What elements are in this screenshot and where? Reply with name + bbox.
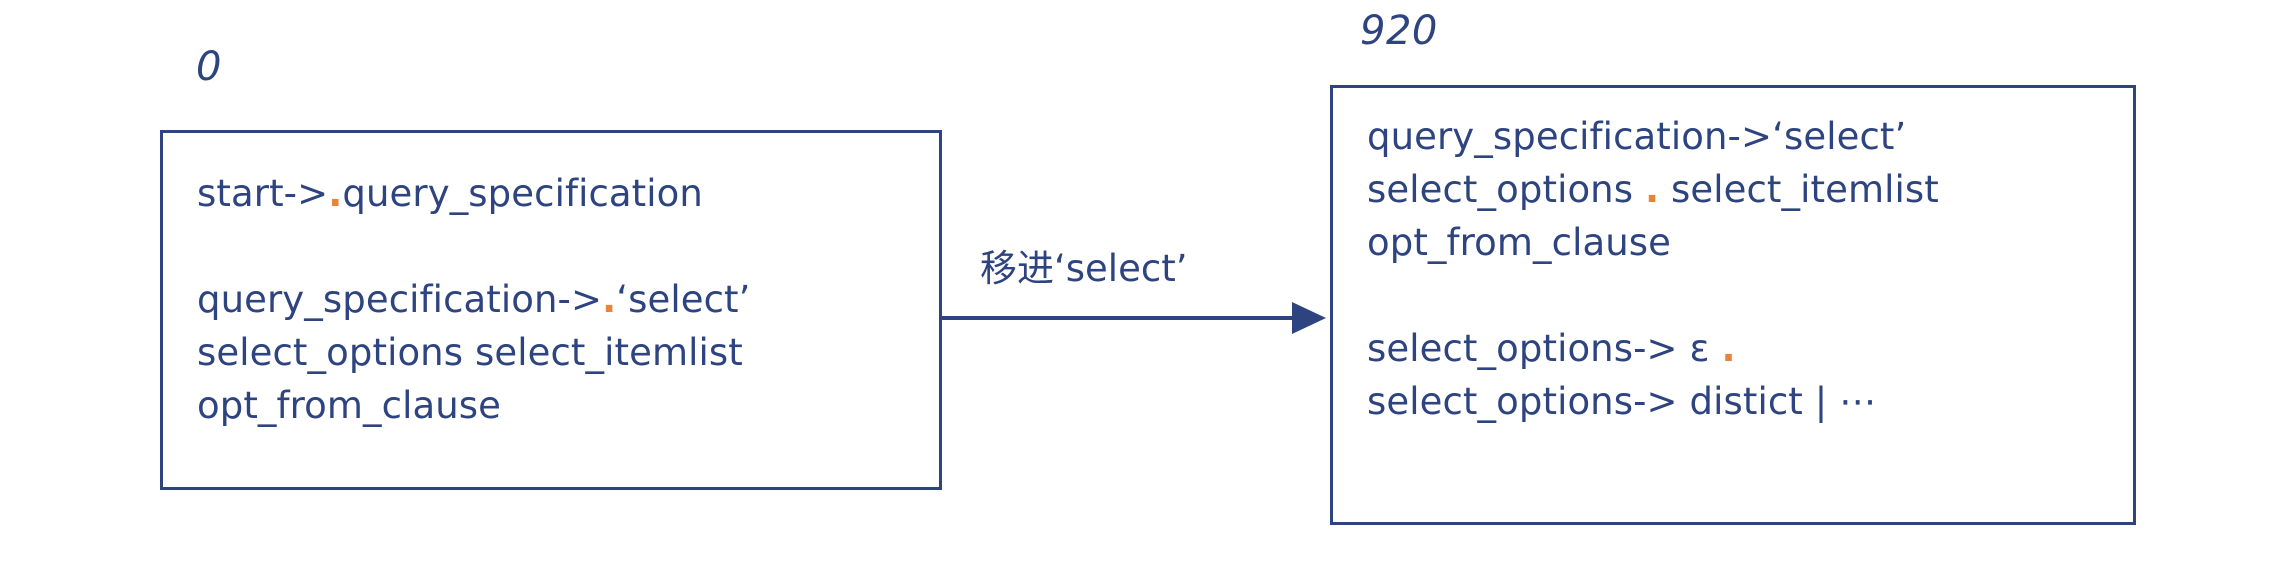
item-text-after-dot: query_specification xyxy=(342,172,703,215)
state-box-0[interactable]: start->.query_specification query_specif… xyxy=(160,130,942,490)
item-text-before-dot: select_options-> distict | ⋯ xyxy=(1367,380,1877,423)
item-text-before-dot: select_options-> ε xyxy=(1367,327,1722,370)
item-text-before-dot: query_specification->‘select’ xyxy=(1367,115,1907,158)
item-line: query_specification->.‘select’ xyxy=(197,273,925,326)
item-text-before-dot: query_specification-> xyxy=(197,278,603,321)
item-text-after-dot: select_itemlist xyxy=(1659,168,1939,211)
parser-dot-icon: . xyxy=(602,278,617,321)
arrow-head-icon xyxy=(1292,302,1326,334)
state-box-920[interactable]: query_specification->‘select’ select_opt… xyxy=(1330,85,2136,525)
parser-dot-icon: . xyxy=(1644,168,1660,211)
item-line: select_options-> ε . xyxy=(1367,322,2119,375)
item-spacer xyxy=(197,220,925,273)
item-line: opt_from_clause xyxy=(1367,216,2119,269)
item-line: select_options select_itemlist xyxy=(197,326,925,379)
state-label-920: 920 xyxy=(1360,8,1438,54)
transition-label: 移进‘select’ xyxy=(980,247,1188,290)
item-line: opt_from_clause xyxy=(197,379,925,432)
item-line: select_options . select_itemlist xyxy=(1367,163,2119,216)
item-list-state-0: start->.query_specification query_specif… xyxy=(197,167,925,432)
item-list-state-920: query_specification->‘select’ select_opt… xyxy=(1367,110,2119,428)
item-text-before-dot: select_options xyxy=(1367,168,1645,211)
item-text-after-dot: ‘select’ xyxy=(616,278,751,321)
state-label-0: 0 xyxy=(196,44,222,90)
item-line: select_options-> distict | ⋯ xyxy=(1367,375,2119,428)
parser-dot-icon: . xyxy=(1721,327,1736,370)
item-line: query_specification->‘select’ xyxy=(1367,110,2119,163)
arrow-line xyxy=(942,316,1294,320)
item-line: start->.query_specification xyxy=(197,167,925,220)
item-text-before-dot: opt_from_clause xyxy=(197,384,502,427)
item-text-before-dot: start-> xyxy=(197,172,329,215)
transition-arrow xyxy=(942,300,1332,336)
item-text-before-dot: opt_from_clause xyxy=(1367,221,1672,264)
item-text-before-dot: select_options select_itemlist xyxy=(197,331,743,374)
item-spacer xyxy=(1367,269,2119,322)
parser-dot-icon: . xyxy=(328,172,343,215)
